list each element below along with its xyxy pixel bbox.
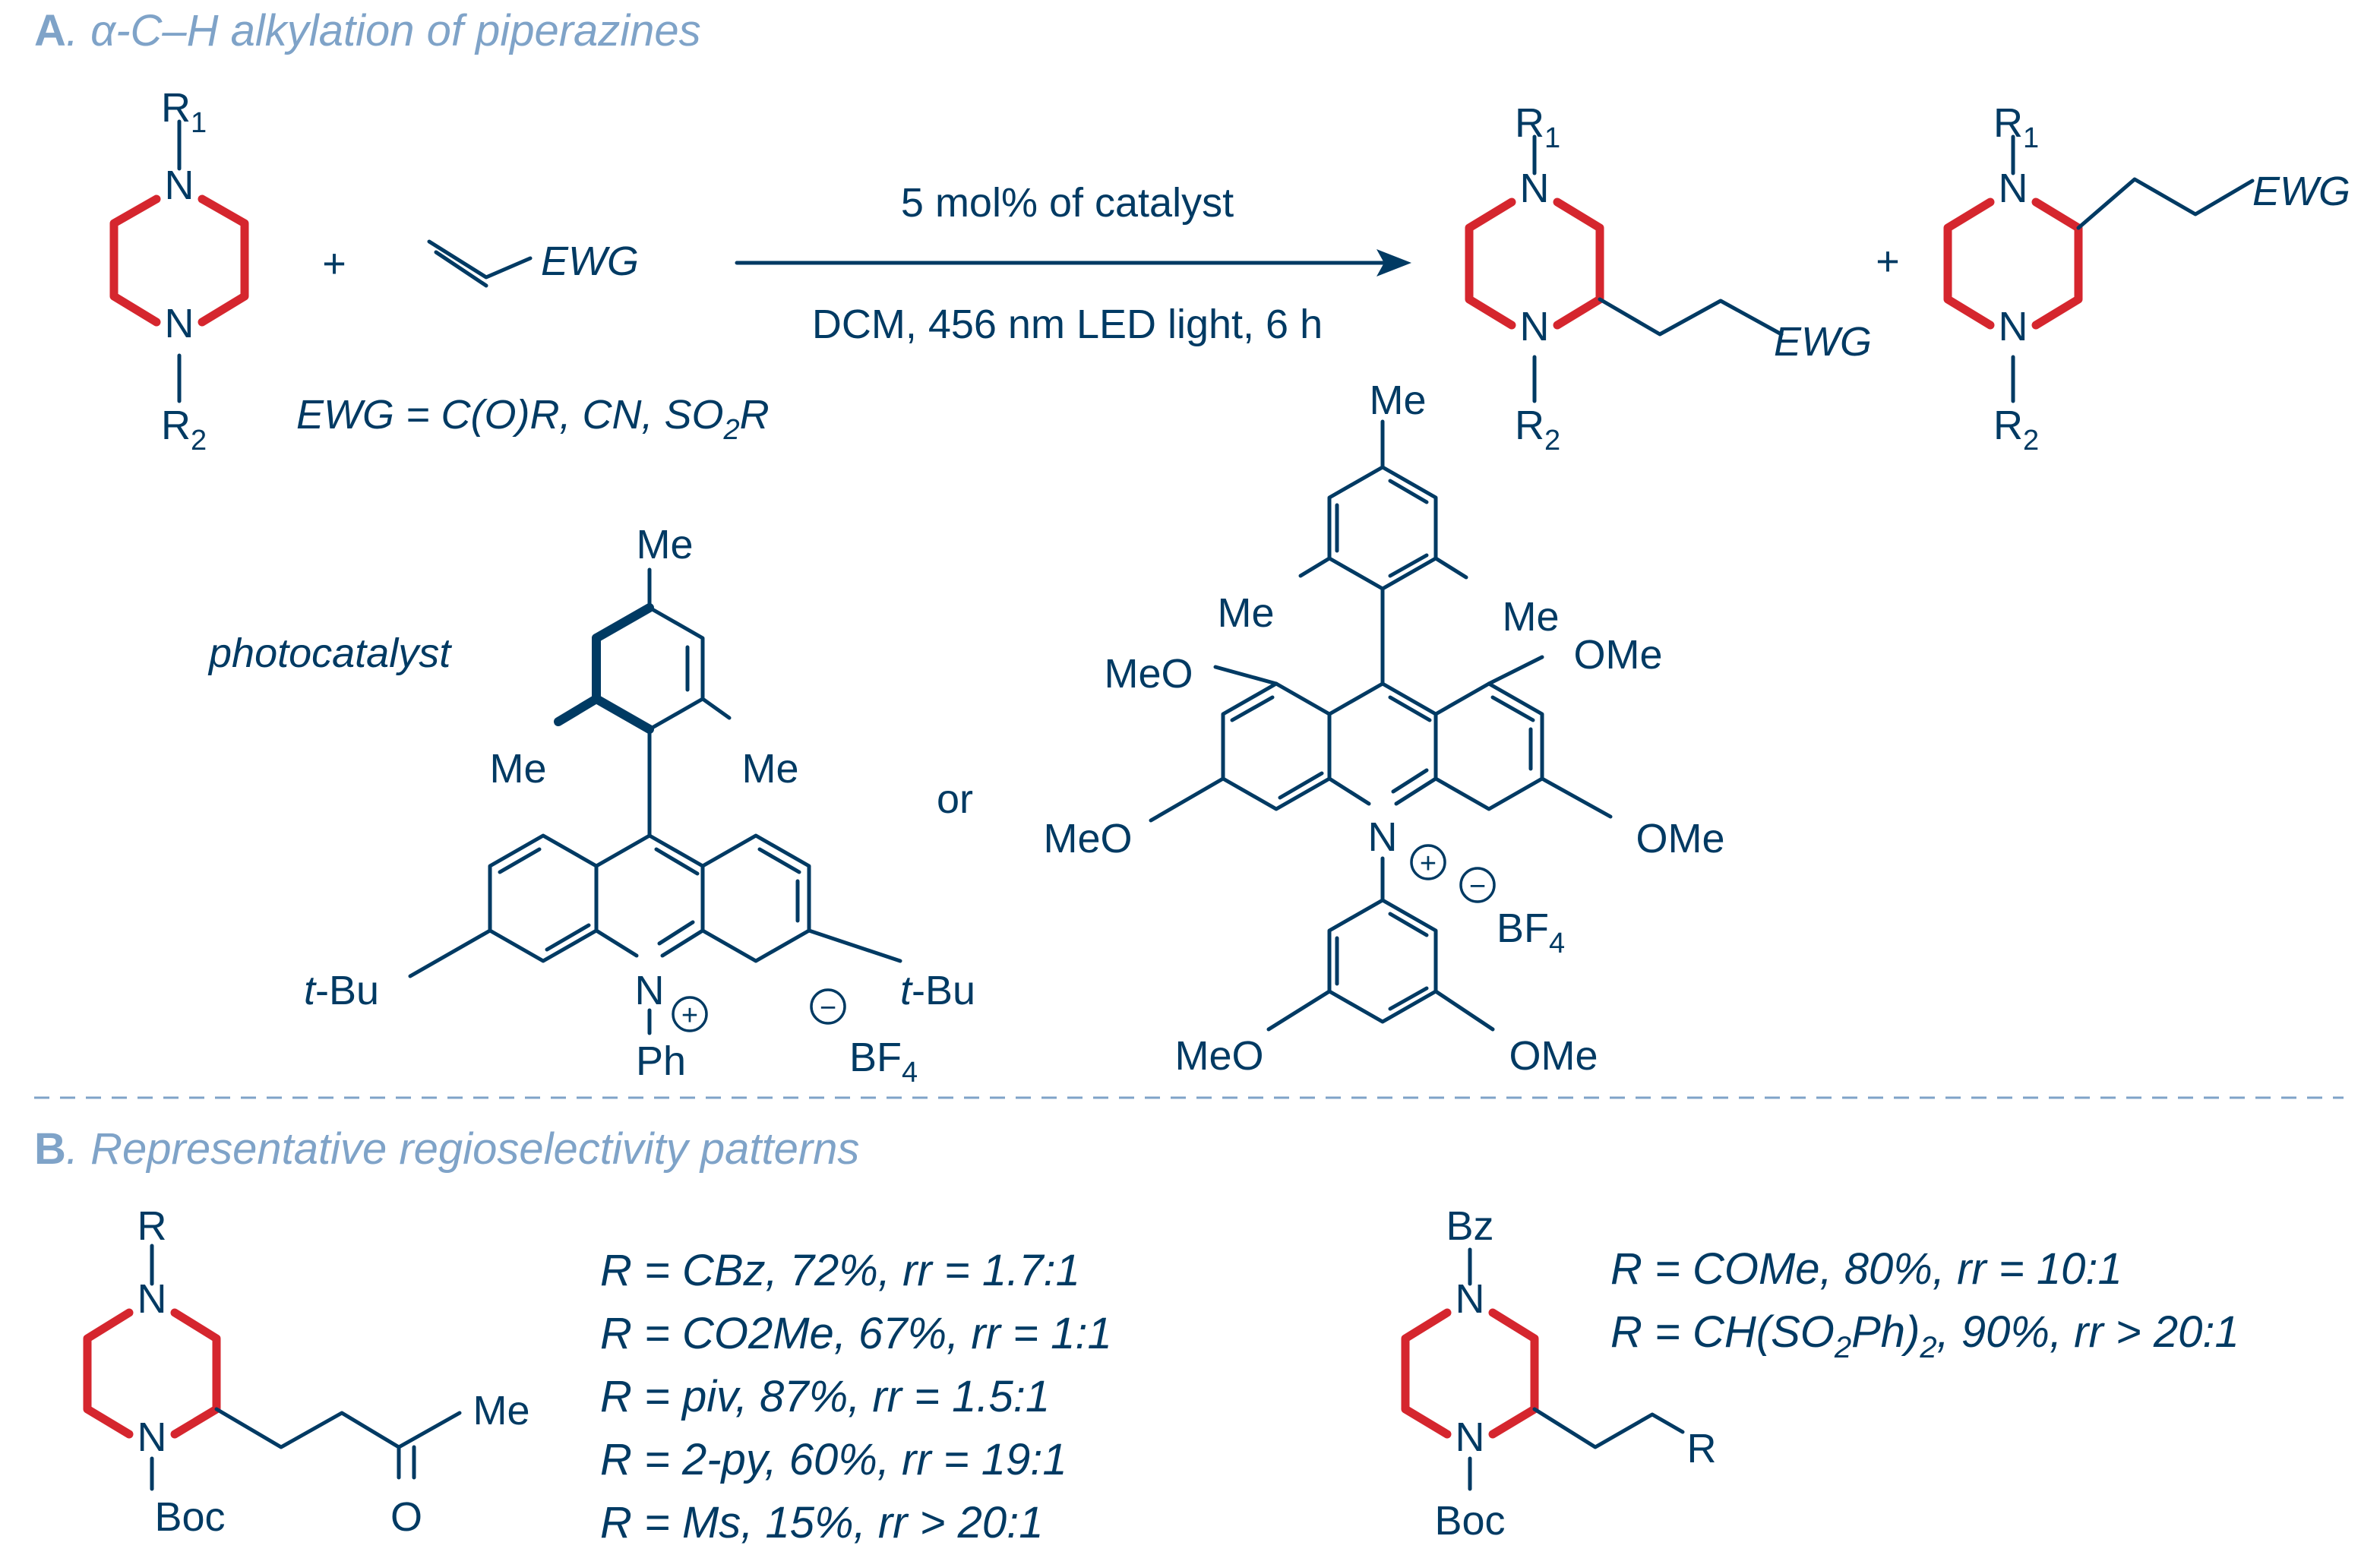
section-a-heading: A. α-C–H alkylation of piperazines — [34, 6, 701, 55]
plus-sign-2: + — [1876, 239, 1900, 284]
tbu-right: t-Bu — [900, 968, 975, 1013]
n-top: N — [1520, 166, 1550, 211]
svg-text:+: + — [1420, 848, 1437, 880]
meo-top-left: MeO — [1104, 651, 1193, 697]
result-row: R = Ms, 15%, rr > 20:1 — [600, 1498, 1043, 1547]
r2-label: R2 — [1993, 403, 2039, 457]
r1-label: R1 — [1993, 100, 2039, 154]
reaction-arrow: 5 mol% of catalyst DCM, 456 nm LED light… — [735, 180, 1411, 347]
me-ortho-right: Me — [741, 746, 798, 792]
result-row: R = COMe, 80%, rr = 10:1 — [1610, 1244, 2122, 1294]
svg-text:−: − — [820, 992, 836, 1024]
bf4-label: BF4 — [849, 1035, 918, 1089]
piperazine-reactant: R1 N N R2 — [109, 85, 249, 457]
n-bottom: N — [137, 1414, 167, 1460]
r-label: R — [137, 1203, 167, 1249]
svg-text:+: + — [681, 1000, 698, 1032]
r1-label: R1 — [161, 85, 207, 139]
n-top: N — [165, 163, 194, 208]
me-ketone: Me — [473, 1388, 529, 1433]
ph-label: Ph — [636, 1038, 686, 1084]
n-bottom: N — [1520, 304, 1550, 349]
n-top: N — [1455, 1276, 1485, 1322]
result-row: R = 2-py, 60%, rr = 19:1 — [600, 1435, 1067, 1484]
photocatalyst-methoxy-acridinium: Me Me Me MeO OMe MeO OMe N + − BF4 — [1043, 378, 1724, 1079]
ewg-label: EWG — [541, 239, 639, 284]
result-row: R = CH(SO2Ph)2, 90%, rr > 20:1 — [1610, 1307, 2239, 1364]
boc-label: Boc — [154, 1494, 225, 1540]
minus-charge-icon — [810, 988, 846, 1025]
result-row: R = CBz, 72%, rr = 1.7:1 — [600, 1246, 1080, 1295]
me-para: Me — [636, 522, 693, 567]
n-bottom: N — [1999, 304, 2028, 349]
alkene-reactant: EWG — [427, 239, 639, 288]
section-b-heading: B. Representative regioselectivity patte… — [34, 1124, 859, 1174]
boc-label: Boc — [1434, 1498, 1505, 1544]
result-row: R = CO2Me, 67%, rr = 1:1 — [600, 1309, 1112, 1358]
bf4-label: BF4 — [1497, 906, 1565, 959]
r2-label: R2 — [161, 403, 207, 457]
svg-text:−: − — [1469, 871, 1486, 902]
results-right: R = COMe, 80%, rr = 10:1 R = CH(SO2Ph)2,… — [1610, 1244, 2239, 1364]
results-left: R = CBz, 72%, rr = 1.7:1 R = CO2Me, 67%,… — [600, 1246, 1112, 1547]
result-row: R = piv, 87%, rr = 1.5:1 — [600, 1372, 1050, 1421]
ewg-label: EWG — [2252, 169, 2350, 214]
n-bottom: N — [1455, 1414, 1485, 1460]
photocatalyst-label: photocatalyst — [207, 631, 452, 676]
ome-right: OMe — [1636, 816, 1724, 861]
product-alpha-n1: R1 N N R2 EWG — [1943, 100, 2350, 457]
ewg-label: EWG — [1774, 319, 1872, 365]
photocatalyst-tbu-acridinium: Me Me Me N + Ph t-Bu t-Bu − BF4 — [304, 522, 975, 1089]
ome-top-right: OMe — [1573, 632, 1662, 678]
plus-charge-icon — [672, 996, 708, 1032]
o-ketone: O — [390, 1494, 422, 1540]
bz-label: Bz — [1446, 1203, 1493, 1249]
r1-label: R1 — [1515, 100, 1560, 154]
r2-label: R2 — [1515, 403, 1560, 457]
meo-aryl-left: MeO — [1174, 1033, 1263, 1079]
product-alpha-n4: R1 N N R2 EWG — [1465, 100, 1872, 457]
meo-left: MeO — [1043, 816, 1132, 861]
minus-charge-icon — [1459, 867, 1496, 903]
tbu-left: t-Bu — [304, 968, 379, 1013]
example-bz-product: Bz N N Boc R — [1401, 1203, 1717, 1544]
n-bottom: N — [165, 301, 194, 346]
r-label: R — [1687, 1426, 1717, 1471]
n-top: N — [1999, 166, 2028, 211]
me-para: Me — [1369, 378, 1426, 423]
or-label: or — [937, 776, 973, 822]
ome-aryl-right: OMe — [1509, 1033, 1598, 1079]
conditions-above: 5 mol% of catalyst — [901, 180, 1234, 226]
conditions-below: DCM, 456 nm LED light, 6 h — [812, 302, 1323, 347]
n-acridinium: N — [635, 968, 665, 1013]
plus-charge-icon — [1410, 844, 1446, 880]
example-ketone-product: R N N Boc Me O — [83, 1203, 530, 1540]
n-top: N — [137, 1276, 167, 1322]
plus-sign-1: + — [322, 241, 346, 286]
ewg-definition: EWG = C(O)R, CN, SO2R — [296, 392, 770, 446]
me-ortho-right: Me — [1502, 594, 1559, 640]
me-ortho-left: Me — [1217, 590, 1274, 636]
n-acridinium: N — [1368, 814, 1398, 860]
me-ortho-left: Me — [489, 746, 546, 792]
